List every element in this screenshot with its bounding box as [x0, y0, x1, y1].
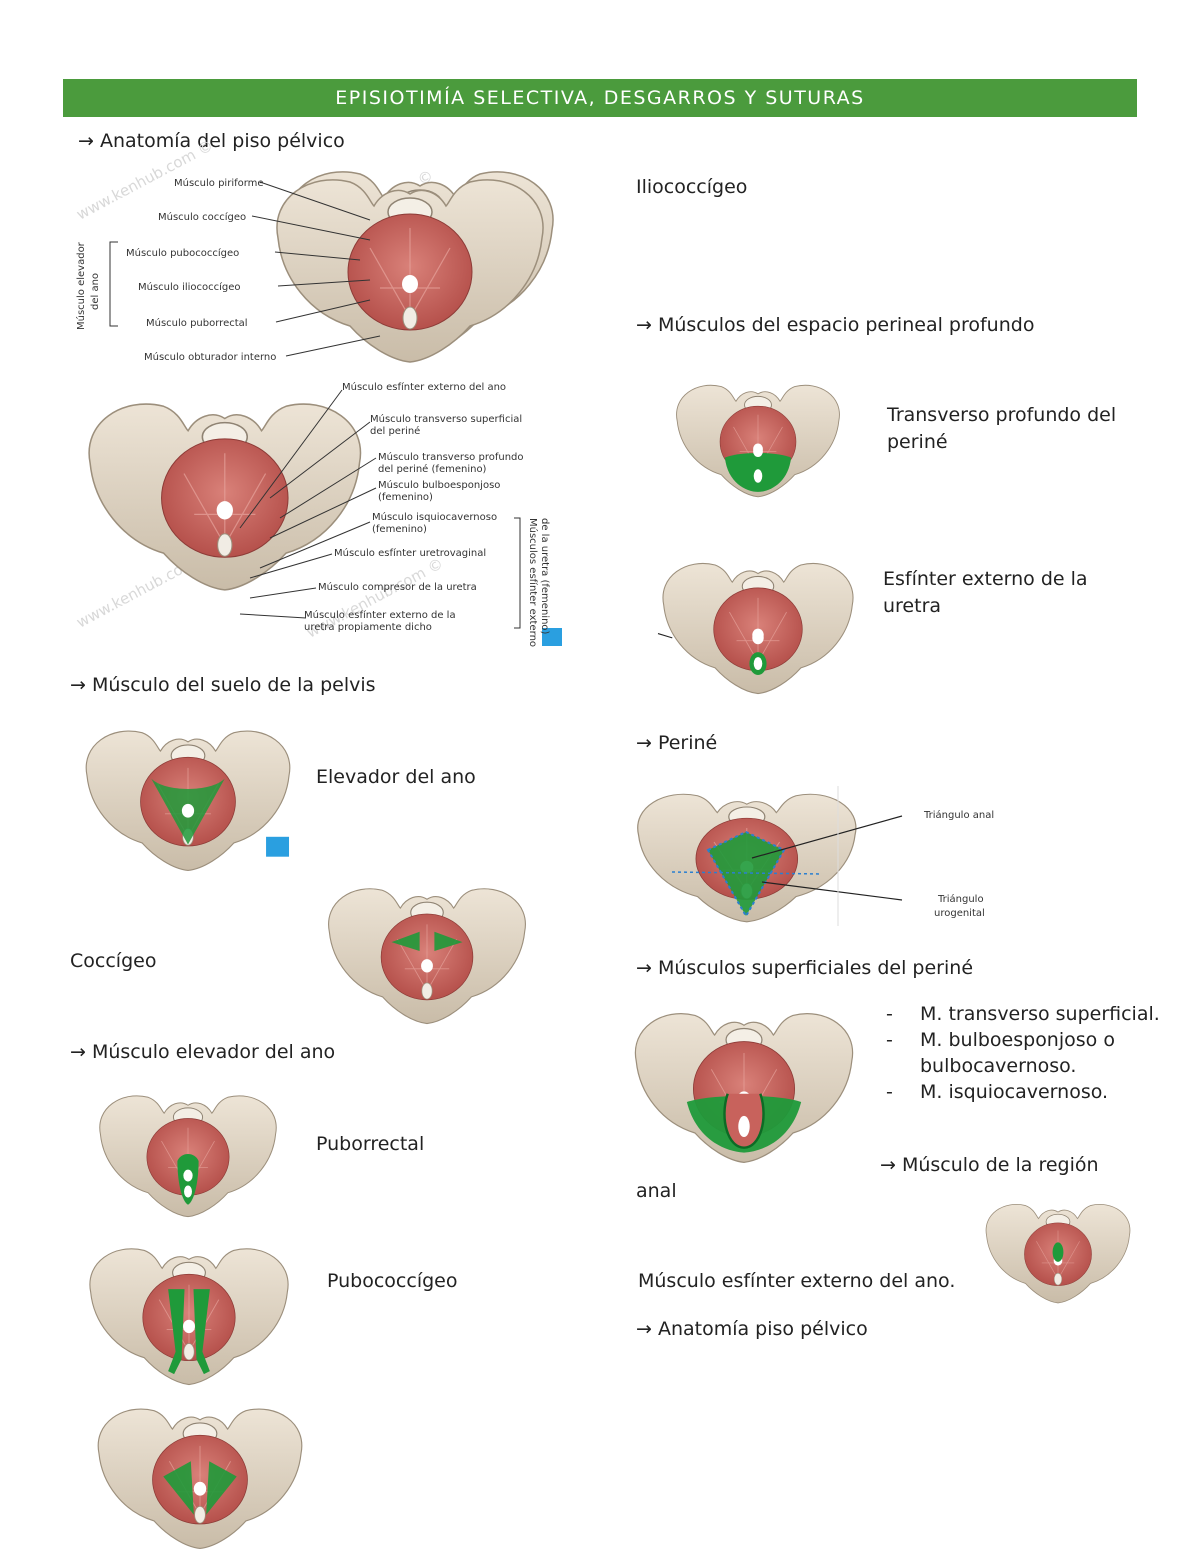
heading-musculo-suelo-pelvis: → Músculo del suelo de la pelvis [70, 674, 376, 696]
label-triangulo-urogenital: Triángulo [937, 893, 984, 905]
esfinter-uretra-figure [657, 562, 854, 695]
label-bulboesponjoso: Músculo bulboesponjoso [378, 479, 500, 491]
label-transverso-superficial: Músculo transverso superficial [370, 413, 522, 425]
label-triangulo-urogenital-2: urogenital [934, 908, 985, 919]
label-transverso-profundo: Músculo transverso profundo [378, 451, 524, 463]
list-item: M. isquiocavernoso. [886, 1079, 1160, 1105]
esfinter-ano-figure [985, 1204, 1131, 1304]
pelvic-floor-labeled-figure: www.kenhub.com © www.kenhub.com © Múscul… [73, 136, 554, 363]
label-elevador-bracket-2: del ano [90, 273, 101, 310]
label-transverso-superficial-2: del periné [370, 425, 420, 437]
label-triangulo-anal: Triángulo anal [923, 809, 994, 821]
list-item: M. bulboesponjoso o bulbocavernoso. [886, 1027, 1160, 1079]
heading-musculo-elevador-ano: → Músculo elevador del ano [70, 1041, 336, 1063]
label-esfinter-uretra-bracket-2: de la uretra (femenino) [539, 518, 550, 635]
elevador-ano-figure [85, 730, 291, 872]
iliococcigeo-figure [97, 1408, 303, 1550]
label-musculo-obturador-interno: Músculo obturador interno [144, 351, 276, 363]
label-iliococcigeo: Iliococcígeo [636, 176, 748, 198]
label-esfinter-externo-uretra: Esfínter externo de la uretra [883, 568, 1088, 617]
label-musculo-puborrectal: Músculo puborrectal [146, 317, 248, 329]
label-musculo-coccigeo: Músculo coccígeo [158, 211, 246, 223]
puborrectal-figure [99, 1095, 277, 1218]
transverso-profundo-figure [676, 384, 840, 498]
heading-musculos-superficiales-perine: → Músculos superficiales del periné [636, 957, 974, 979]
heading-musculos-espacio-perineal-profundo: → Músculos del espacio perineal profundo [636, 314, 1035, 336]
coccigeo-figure [328, 888, 526, 1025]
label-isquiocavernoso-2: (femenino) [372, 524, 427, 535]
label-esfinter-externo-uretra-2: uretra propiamente dicho [304, 622, 432, 633]
label-transverso-profundo-2: del periné (femenino) [378, 463, 487, 475]
label-coccigeo: Coccígeo [70, 950, 157, 972]
label-compresor-uretra: Músculo compresor de la uretra [318, 581, 477, 593]
label-esfinter-externo-uretra: Músculo esfínter externo de la [304, 609, 456, 621]
heading-anatomia-piso-pelvico-2: → Anatomía piso pélvico [636, 1318, 868, 1340]
label-musculo-piriforme: Músculo piriforme [174, 177, 264, 189]
label-musculo-iliococcigeo: Músculo iliococcígeo [138, 281, 241, 293]
label-musculo-pubococcigeo: Músculo pubococcígeo [126, 247, 239, 259]
perine-triangles-figure: Triángulo anal Triángulo urogenital [637, 786, 994, 926]
label-esfinter-externo-ano: Músculo esfínter externo del ano [342, 381, 506, 393]
label-elevador-del-ano: Elevador del ano [316, 766, 476, 788]
label-pubococcigeo: Pubococcígeo [327, 1270, 458, 1292]
label-esfinter-uretrovaginal: Músculo esfínter uretrovaginal [334, 547, 486, 559]
heading-anatomia-piso-pelvico: → Anatomía del piso pélvico [78, 130, 345, 152]
label-elevador-bracket: Músculo elevador [75, 241, 87, 330]
musculos-superficiales-figure [634, 1013, 854, 1163]
perineum-labeled-figure: www.kenhub.com © www.kenhub.com © Múscul… [73, 381, 562, 647]
heading-musculo-region-anal-2: anal [636, 1180, 677, 1202]
label-puborrectal: Puborrectal [316, 1133, 425, 1155]
pubococcigeo-figure [89, 1248, 289, 1386]
heading-perine: → Periné [636, 732, 718, 754]
label-bulboesponjoso-2: (femenino) [378, 492, 433, 503]
page-banner: EPISIOTIMÍA SELECTIVA, DESGARROS Y SUTUR… [63, 79, 1137, 117]
label-isquiocavernoso: Músculo isquiocavernoso [372, 511, 497, 523]
label-transverso-profundo-perine: Transverso profundo del periné [887, 404, 1117, 453]
label-esfinter-externo-ano: Músculo esfínter externo del ano. [638, 1270, 956, 1292]
label-esfinter-uretra-bracket: Músculos esfínter externo [527, 518, 539, 647]
heading-musculo-region-anal: → Músculo de la región [880, 1154, 1099, 1176]
list-item: M. transverso superficial. [886, 1001, 1160, 1027]
superficiales-list: M. transverso superficial. M. bulboespon… [886, 1001, 1160, 1105]
